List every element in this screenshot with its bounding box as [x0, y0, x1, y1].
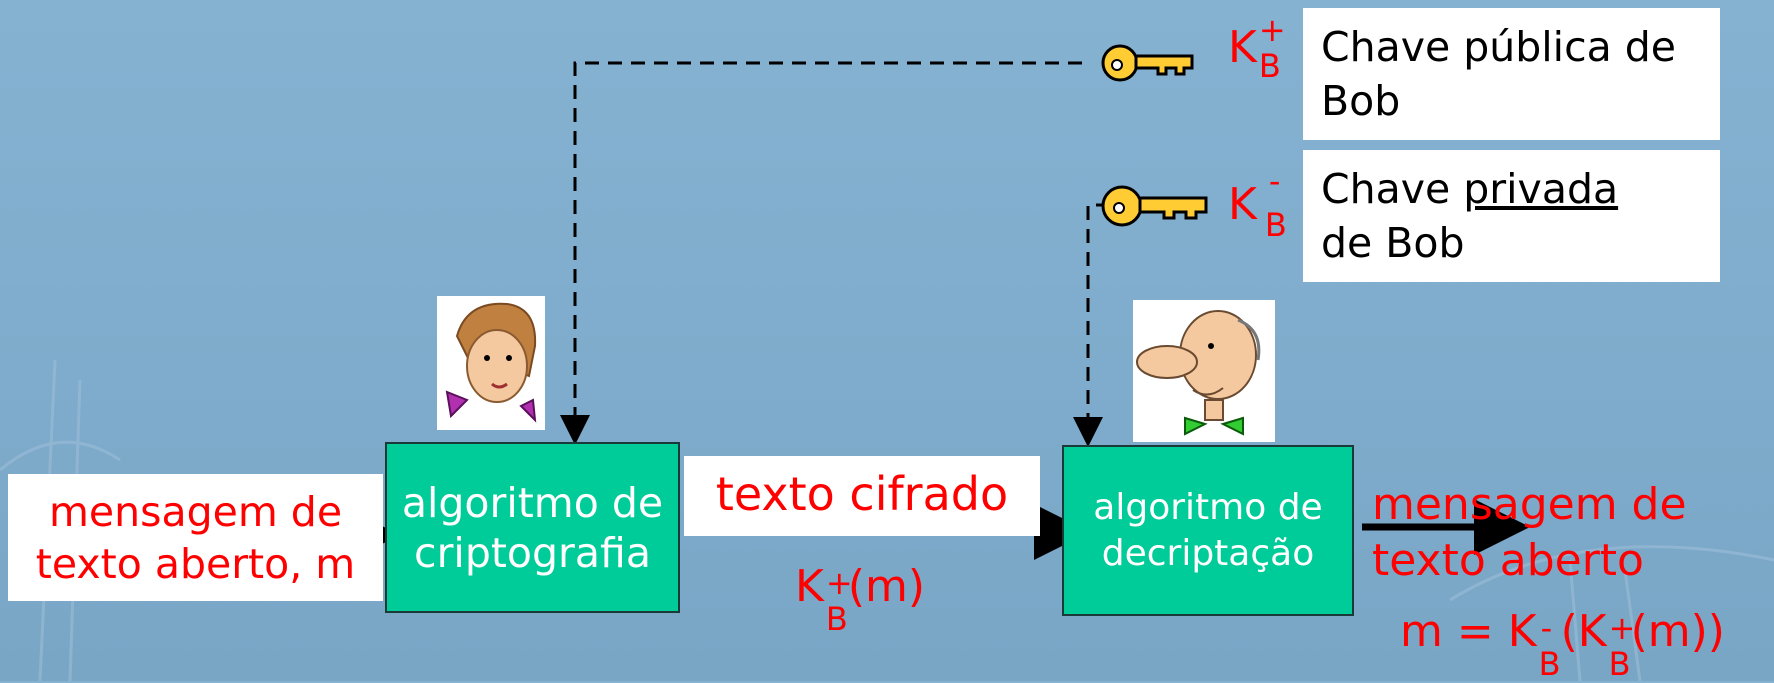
- public-key-label-line1: Chave pública de: [1321, 23, 1677, 71]
- plaintext-output-label: mensagem de texto aberto: [1372, 477, 1712, 589]
- decryption-algorithm-box: algoritmo de decriptação: [1062, 445, 1354, 616]
- encryption-box-line1: algoritmo de: [401, 478, 664, 527]
- ciphertext-formula: K + B (m): [795, 561, 926, 638]
- encryption-box-line2: criptografia: [414, 528, 651, 577]
- plaintext-input-label: mensagem de texto aberto, m: [8, 486, 383, 590]
- public-key-label: Chave pública de Bob: [1303, 8, 1720, 140]
- encryption-algorithm-box: algoritmo de criptografia: [385, 442, 680, 613]
- private-key-symbol: K - B: [1228, 162, 1287, 244]
- plaintext-input-line1: mensagem de: [48, 488, 343, 536]
- ciphertext-label-box: [684, 456, 1040, 536]
- public-key-symbol: K + B: [1228, 11, 1286, 85]
- public-key-label-line2: Bob: [1321, 77, 1401, 125]
- decryption-formula: m = K - B (K + B (m)): [1400, 606, 1725, 683]
- decryption-box-line1: algoritmo de: [1093, 486, 1323, 528]
- public-key-icon: [1100, 38, 1200, 92]
- key-icon: [1101, 44, 1194, 82]
- private-key-label: Chave privada de Bob: [1303, 150, 1720, 282]
- private-key-label-line1: Chave privada: [1321, 165, 1619, 213]
- plaintext-input-box: [8, 474, 383, 601]
- bob-face-icon: [1133, 300, 1275, 442]
- decryption-box-line2: decriptação: [1101, 532, 1315, 574]
- private-key-icon: [1100, 180, 1212, 236]
- plaintext-input-line2: texto aberto, m: [35, 540, 356, 588]
- ciphertext-label: texto cifrado: [715, 467, 1009, 521]
- alice-face-icon: [437, 296, 545, 430]
- plaintext-output-line2: texto aberto: [1372, 535, 1644, 586]
- plaintext-output-line1: mensagem de: [1372, 479, 1687, 530]
- private-key-label-line2: de Bob: [1321, 219, 1465, 267]
- key-icon: [1101, 185, 1208, 227]
